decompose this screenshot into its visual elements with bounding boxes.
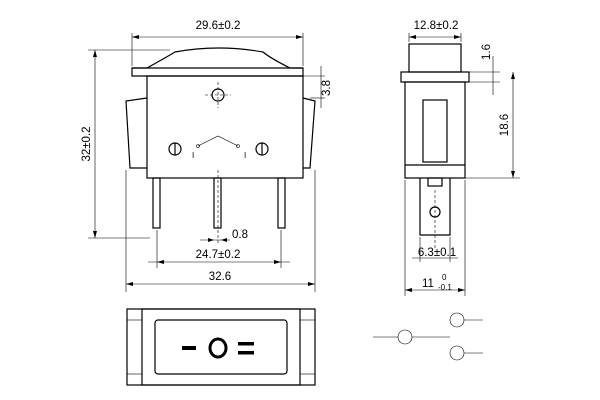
dim-side-cap-height: 1.6: [481, 44, 493, 60]
side-cap: [408, 43, 462, 73]
side-body: [404, 81, 466, 179]
side-flange: [400, 71, 470, 83]
front-left-clip: [125, 97, 148, 169]
schematic-lower-contact: [449, 345, 465, 361]
dim-front-pin-width: 0.8: [232, 229, 248, 241]
front-switch-symbol: [197, 135, 239, 147]
dim-front-top-width: 29.6±0.2: [196, 20, 241, 32]
dim-side-depth-base: 11: [422, 278, 434, 290]
bottom-equal-symbol-bottom: [238, 351, 254, 355]
side-pin-neck: [427, 177, 443, 187]
front-contact-right: [236, 144, 240, 148]
side-window: [422, 99, 448, 163]
schematic-common-contact: [397, 329, 413, 345]
bottom-rocker: [154, 319, 288, 375]
dim-front-pin-offset: 3.8: [321, 80, 333, 96]
front-pin-center: [213, 177, 222, 229]
dim-front-height: 32±0.2: [81, 126, 93, 161]
front-rocker-cap: [131, 47, 304, 77]
dim-side-pin-width: 6.3±0.1: [418, 247, 456, 259]
dim-side-depth-upper: 0: [442, 273, 447, 282]
dim-side-body-height: 18.6: [499, 114, 511, 136]
side-view: 12.8±0.2 1.6 18.6 6.3±0.1 11 0 -0.1: [400, 20, 520, 296]
dim-front-pin-span: 24.7±0.2: [196, 249, 241, 261]
schematic-upper-contact: [449, 312, 465, 328]
dim-side-top-width: 12.8±0.2: [414, 20, 459, 32]
bottom-dash-symbol: [182, 346, 196, 350]
bottom-off-symbol: [208, 337, 228, 359]
front-body: [146, 75, 304, 179]
front-pin-left: [152, 177, 161, 229]
front-contact-left: [196, 144, 200, 148]
front-right-clip: [302, 97, 316, 169]
front-pos-label-left: I: [192, 151, 194, 160]
dim-front-total-width: 32.6: [209, 271, 231, 283]
front-view: I I 29.6±0.2 32±0.2 3.8 0.8: [81, 20, 333, 292]
bottom-equal-symbol-top: [238, 342, 254, 346]
front-pos-label-right: I: [244, 151, 246, 160]
front-pin-right: [277, 177, 286, 229]
bottom-view: [126, 308, 316, 386]
bottom-inner-frame: [141, 308, 301, 386]
circuit-symbol: [373, 312, 483, 361]
dim-side-depth-lower: -0.1: [438, 283, 452, 292]
